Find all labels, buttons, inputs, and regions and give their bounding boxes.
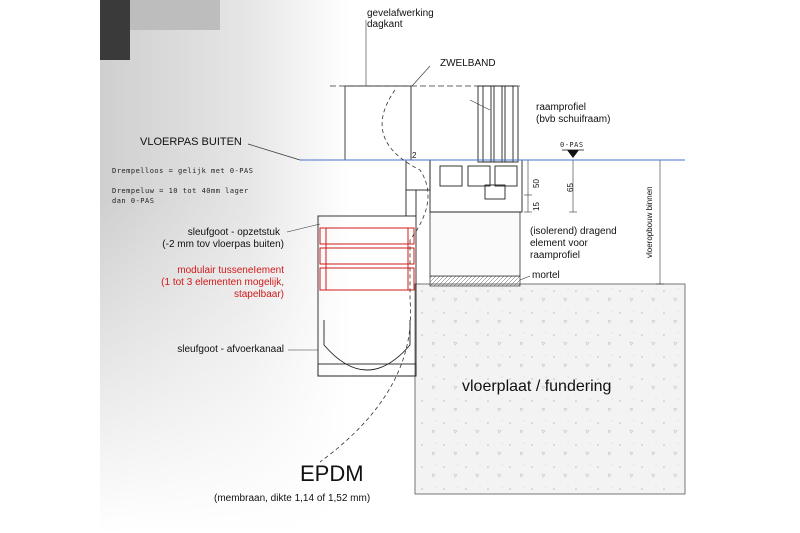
support-element-label-line2: element voor bbox=[530, 238, 588, 249]
note-threshold: Drempeluw = 10 tot 40mm lager bbox=[112, 187, 249, 195]
photo-background bbox=[100, 0, 350, 533]
facade-label-line2: dagkant bbox=[367, 19, 403, 30]
dimension-2: 2 bbox=[412, 151, 417, 160]
floor-level-outside-label: VLOERPAS BUITEN bbox=[140, 136, 242, 148]
facade-wall bbox=[344, 85, 412, 161]
membrane-title: EPDM bbox=[300, 461, 364, 486]
modular-element-label-line3: stapelbaar) bbox=[233, 289, 284, 300]
gutter-top-label-line2: (-2 mm tov vloerpas buiten) bbox=[162, 239, 284, 250]
mortar-label: mortel bbox=[532, 270, 560, 281]
window-profile-label: raamprofiel bbox=[536, 102, 587, 113]
window-profile-label-line2: (bvb schuifraam) bbox=[536, 114, 611, 125]
floor-slab-label: vloerplaat / fundering bbox=[462, 378, 612, 395]
membrane-spec: (membraan, dikte 1,14 of 1,52 mm) bbox=[214, 493, 371, 504]
floor-build-up-label: vloeropbouw binnen bbox=[645, 186, 654, 258]
dimension-65: 65 bbox=[566, 183, 575, 192]
zero-level-label: 0-PAS bbox=[560, 141, 584, 149]
zwelband-label: ZWELBAND bbox=[440, 58, 496, 69]
dimension-15: 15 bbox=[532, 202, 541, 211]
window-frame bbox=[405, 85, 523, 213]
modular-elements bbox=[319, 227, 415, 291]
dimension-lines bbox=[524, 159, 664, 285]
support-element-label: (isolerend) dragend bbox=[530, 226, 617, 237]
note-thresholdless: Drempelloos = gelijk met 0-PAS bbox=[112, 167, 254, 175]
gutter-channel-label: sleufgoot - afvoerkanaal bbox=[177, 344, 284, 355]
support-element-label-line3: raamprofiel bbox=[530, 250, 581, 261]
note-threshold-line2: dan 0-PAS bbox=[112, 197, 155, 205]
dimension-50: 50 bbox=[532, 179, 541, 188]
gutter-top-label: sleufgoot - opzetstuk bbox=[187, 227, 280, 238]
slot-gutter bbox=[317, 190, 417, 377]
leader-lines bbox=[286, 20, 531, 351]
modular-element-label: modulair tusseneIement bbox=[177, 265, 284, 276]
support-element bbox=[429, 211, 521, 277]
zero-level-marker bbox=[567, 150, 579, 158]
mortar-layer bbox=[429, 275, 521, 287]
membrane-line bbox=[319, 89, 429, 463]
facade-label: gevelafwerking bbox=[367, 8, 434, 19]
modular-element-label-line2: (1 tot 3 elementen mogelijk, bbox=[161, 277, 284, 288]
